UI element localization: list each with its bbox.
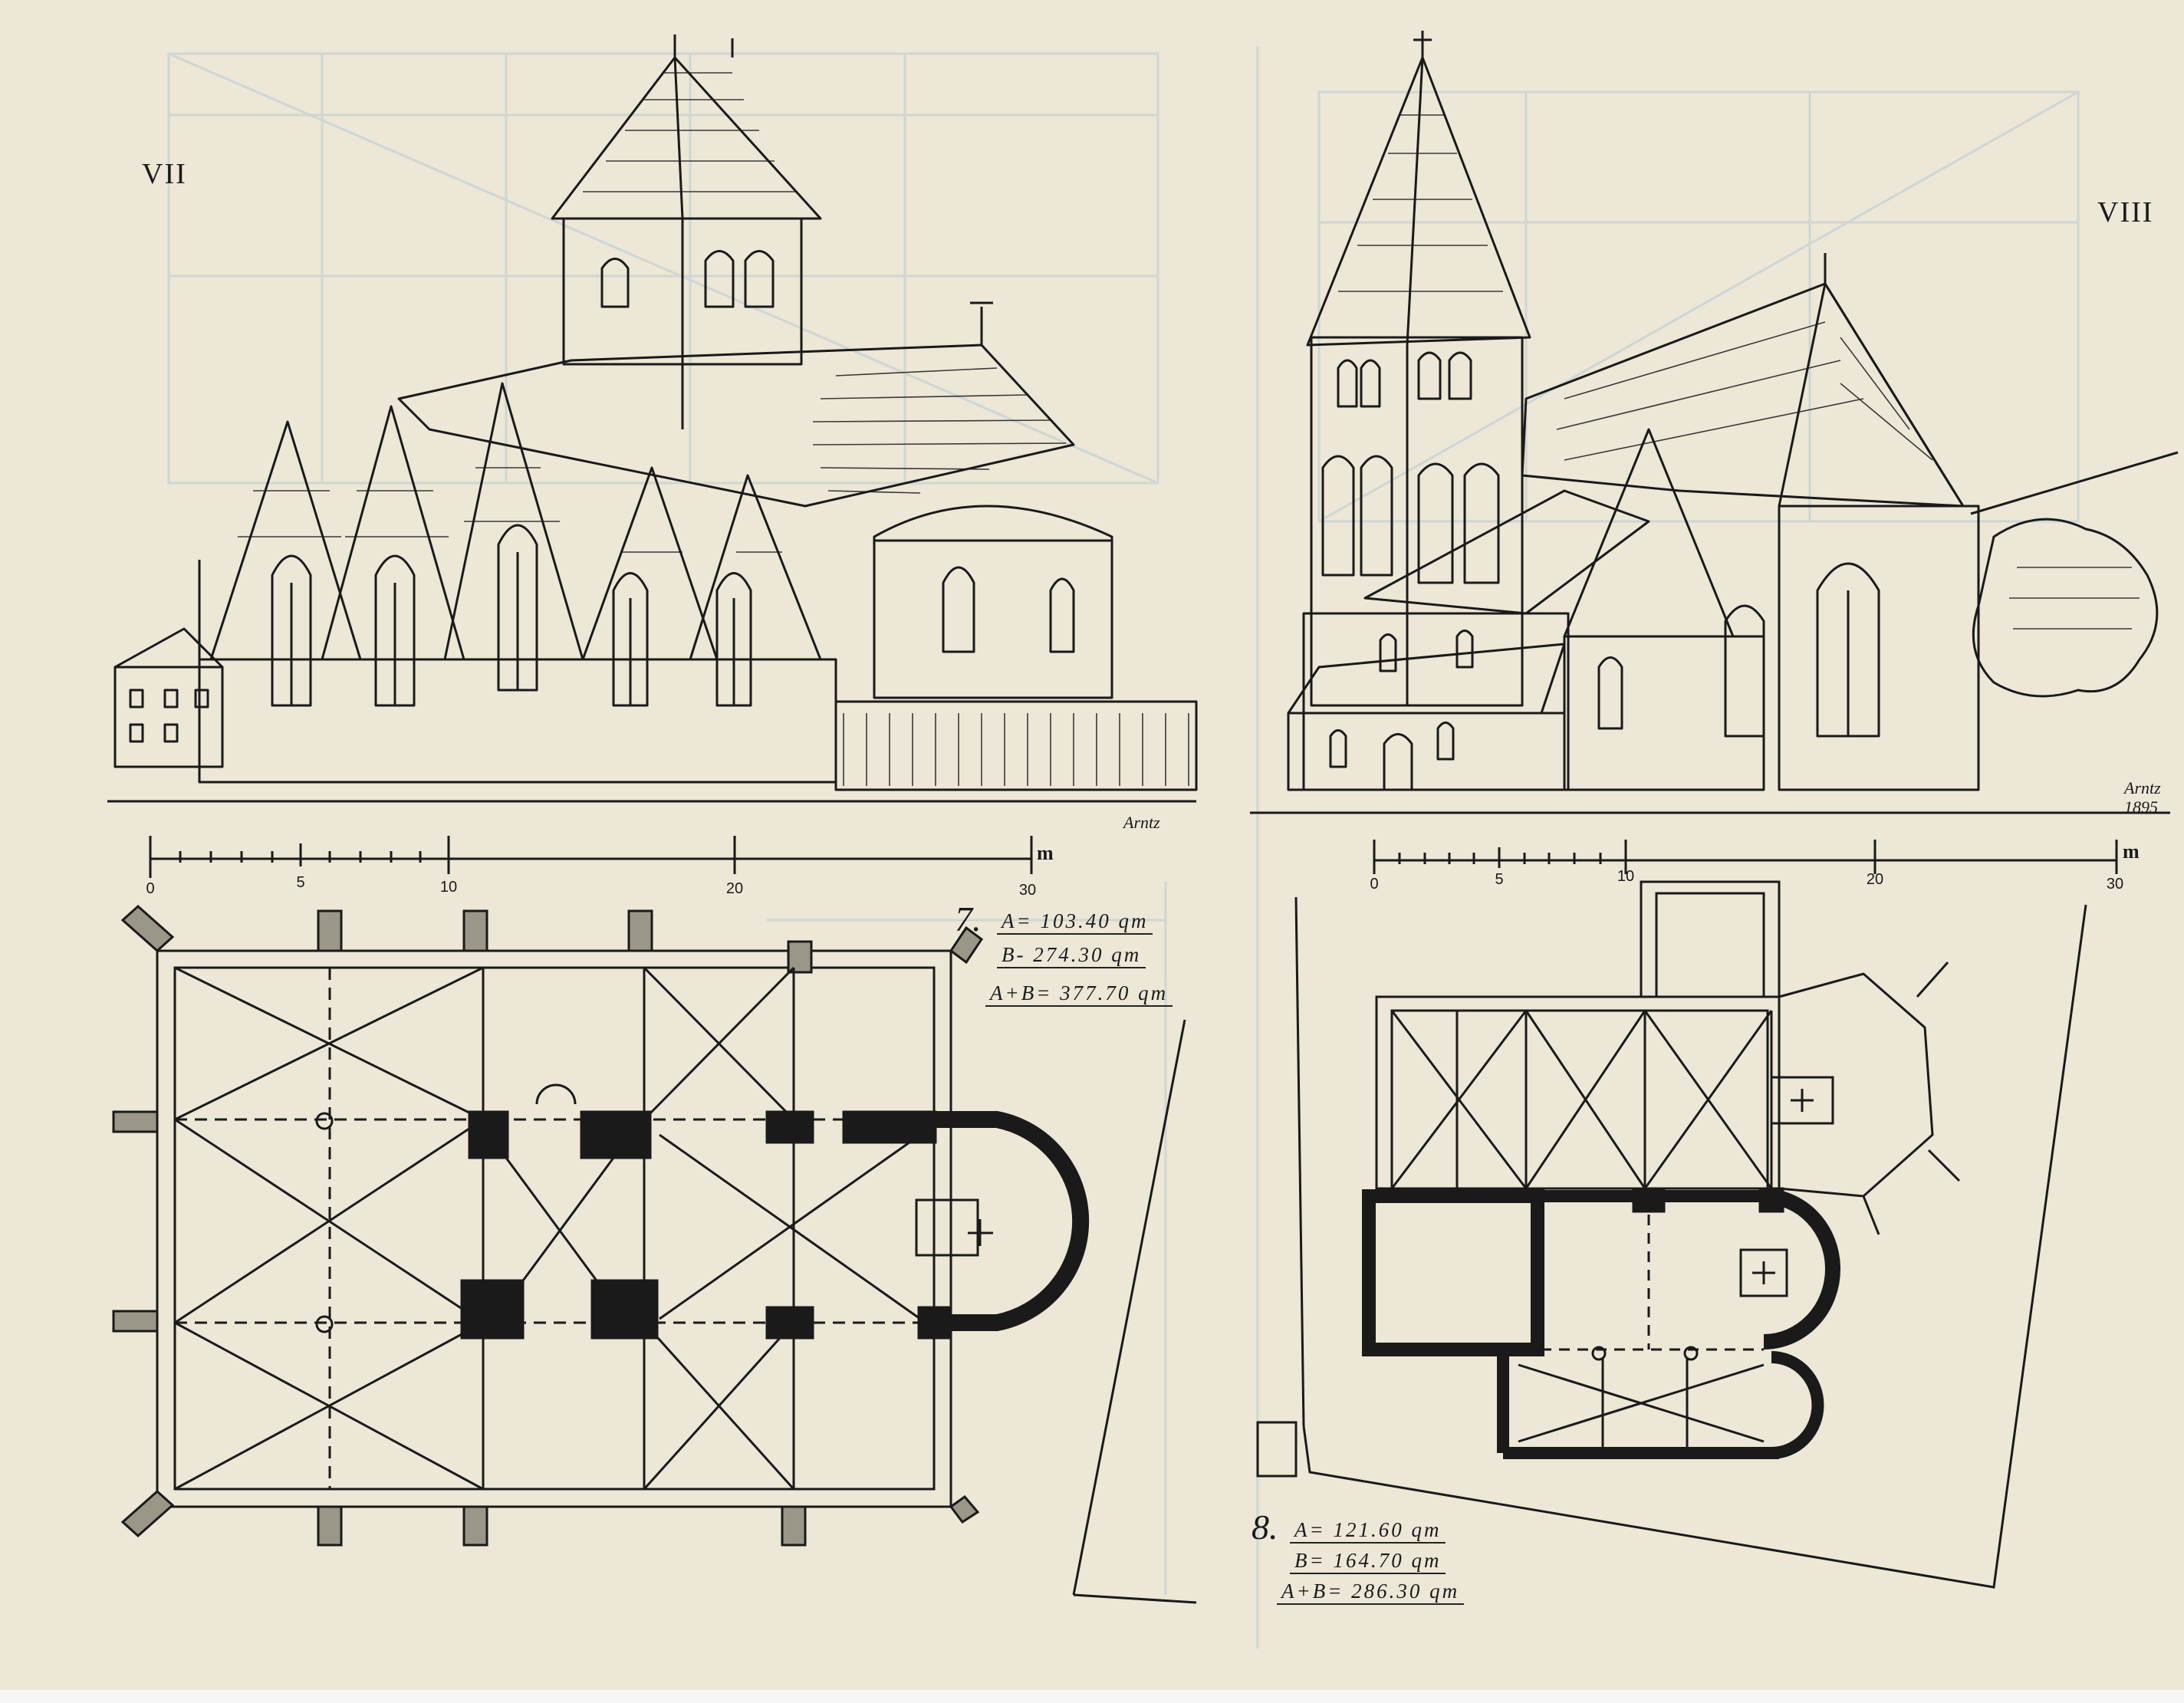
- scale-viii-tick-30: 30: [2106, 876, 2124, 893]
- scale-vii-tick-10: 10: [439, 879, 458, 896]
- plate-label-vii: VII: [142, 158, 187, 190]
- scale-vii-tick-5: 5: [296, 874, 305, 891]
- scale-viii-tick-10: 10: [1617, 868, 1635, 885]
- plan-vii-area-b: B- 274.30 qm: [997, 943, 1146, 968]
- scan-bottom-edge: [0, 1690, 2184, 1703]
- scale-vii-tick-30: 30: [1018, 882, 1037, 899]
- plan-vii-area-total: A+B= 377.70 qm: [985, 981, 1173, 1007]
- scale-viii-tick-20: 20: [1866, 871, 1884, 888]
- scale-vii-unit: m: [1037, 842, 1054, 864]
- scale-vii-tick-0: 0: [146, 880, 155, 897]
- plan-viii-area-a: A= 121.60 qm: [1290, 1518, 1446, 1544]
- signature-vii: Arntz: [1123, 813, 1160, 832]
- plan-viii-number: 8.: [1252, 1507, 1278, 1547]
- scale-vii-tick-20: 20: [725, 880, 744, 897]
- plan-vii-number: 7.: [955, 899, 982, 939]
- plan-viii-area-b: B= 164.70 qm: [1290, 1549, 1446, 1574]
- plan-viii-area-total: A+B= 286.30 qm: [1277, 1580, 1465, 1605]
- signature-viii-year: 1895: [2124, 797, 2158, 817]
- scale-viii-tick-0: 0: [1370, 876, 1379, 893]
- plate-label-viii: VIII: [2097, 196, 2154, 228]
- scale-viii-tick-5: 5: [1495, 871, 1504, 888]
- signature-viii: Arntz: [2124, 778, 2161, 797]
- scale-viii-unit: m: [2123, 840, 2140, 863]
- plan-vii-area-a: A= 103.40 qm: [997, 909, 1153, 935]
